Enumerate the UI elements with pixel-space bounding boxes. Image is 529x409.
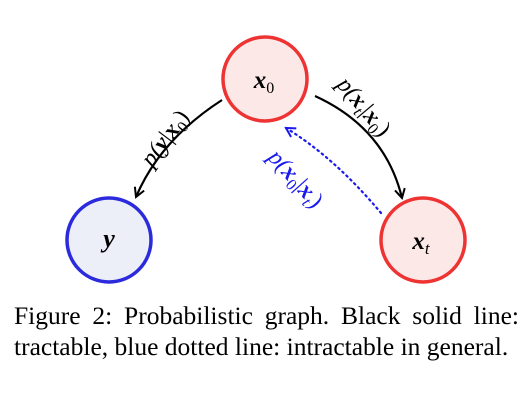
node-x0-var: x	[253, 67, 267, 94]
node-x0-circle	[221, 35, 309, 123]
svg-text:p(xt|x0): p(xt|x0)	[328, 71, 396, 144]
node-xt-circle	[379, 196, 467, 284]
node-x0-sub: 0	[266, 80, 274, 97]
figure-caption: Figure 2: Probabilistic graph. Black sol…	[14, 301, 519, 361]
svg-text:xt: xt	[411, 228, 431, 258]
svg-text:p(x0|xt): p(x0|xt)	[259, 143, 328, 215]
edge-x0-to-xt	[314, 94, 402, 198]
probabilistic-graph: x0 y xt p(y|x0) p(xt|x0) p(x0|xt)	[65, 35, 467, 284]
node-xt-var: x	[411, 228, 425, 255]
node-xt-sub: t	[425, 239, 431, 258]
svg-text:x0: x0	[253, 67, 275, 97]
node-y: y	[65, 196, 153, 284]
node-x0: x0	[221, 35, 309, 123]
edge-label-p-y-given-x0: p(y|x0)	[135, 105, 198, 175]
svg-text:p(y|x0): p(y|x0)	[135, 105, 198, 175]
edge-label-p-xt-given-x0: p(xt|x0)	[328, 71, 396, 144]
node-y-label: y	[100, 224, 115, 253]
edge-xt-to-x0	[286, 126, 383, 215]
edge-label-p-x0-given-xt: p(x0|xt)	[259, 143, 328, 215]
node-y-circle	[65, 196, 153, 284]
node-xt: xt	[379, 196, 467, 284]
edge-x0-to-y	[136, 99, 223, 197]
